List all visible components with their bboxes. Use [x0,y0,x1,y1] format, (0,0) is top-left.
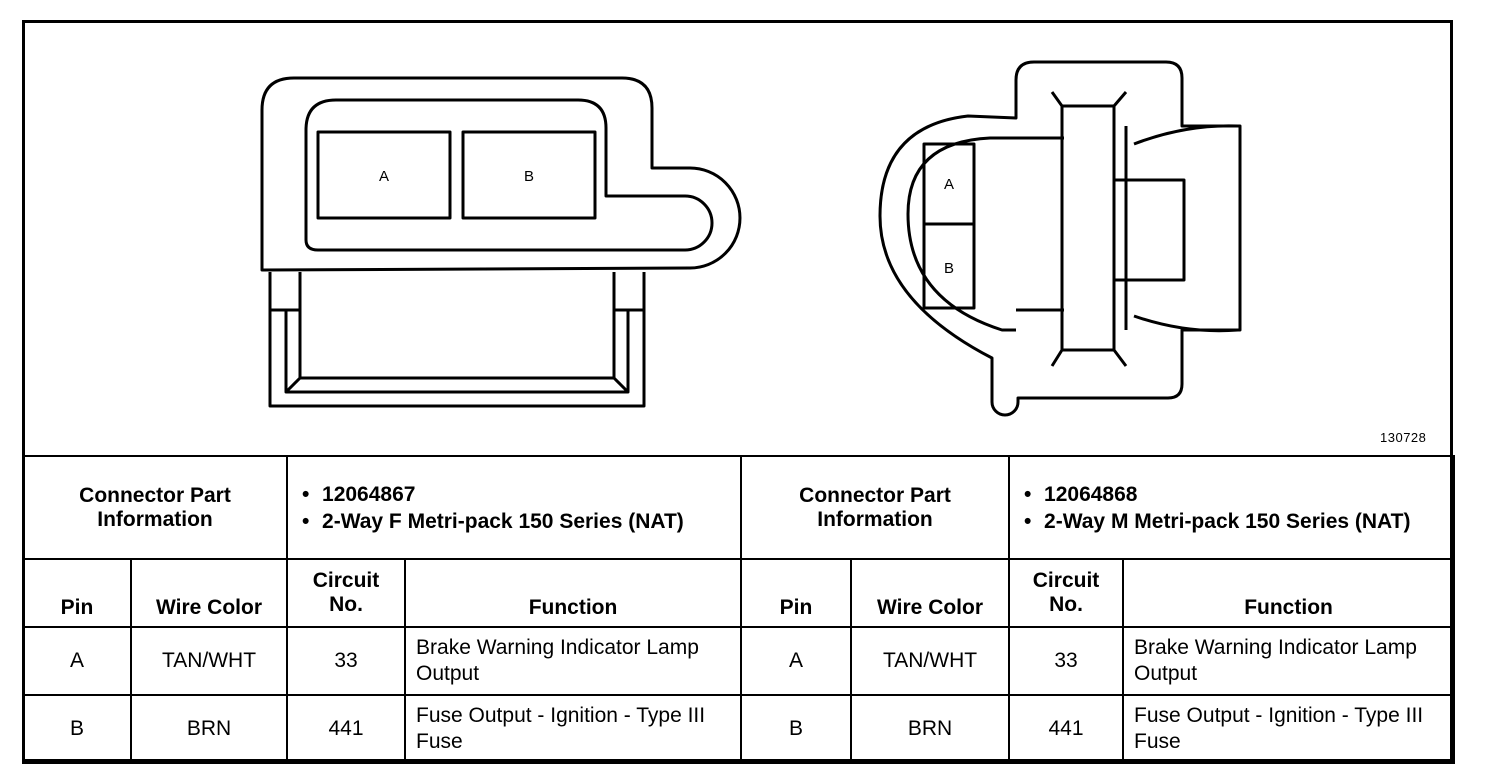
col-header-wire-color: Wire Color [850,558,1011,628]
cell-circuit: 33 [286,626,407,696]
male-cavity-b [922,222,976,310]
part-info-row: Connector Part Information 12064867 2-Wa… [21,455,1456,560]
cell-pin: A [22,626,132,696]
column-header-row: Pin Wire Color Circuit No. Function Pin … [22,558,1456,628]
cell-circuit: 441 [1008,694,1125,764]
cell-wire-color: TAN/WHT [129,626,289,696]
part-number-right: 12064868 [1020,481,1443,508]
male-connector-drawing [878,60,1242,417]
col-header-wire-color: Wire Color [129,558,289,628]
cell-circuit: 441 [286,694,407,764]
table-row: A TAN/WHT 33 Brake Warning Indicator Lam… [22,626,1456,696]
cell-function: Fuse Output - Ignition - Type III Fuse [1122,694,1456,764]
part-info-right: 12064868 2-Way M Metri-pack 150 Series (… [1008,455,1456,560]
cell-pin: A [740,626,853,696]
part-number-left: 12064867 [298,481,730,508]
cell-circuit: 33 [1008,626,1125,696]
part-info-left: 12064867 2-Way F Metri-pack 150 Series (… [286,455,743,560]
cell-function: Brake Warning Indicator Lamp Output [404,626,743,696]
table-row: B BRN 441 Fuse Output - Ignition - Type … [22,694,1456,764]
col-header-function: Function [404,558,743,628]
connector-pinout-table: Connector Part Information 12064867 2-Wa… [21,455,1456,764]
female-connector-drawing [260,76,742,408]
part-info-label-right: Connector Part Information [740,455,1011,560]
part-info-label-left: Connector Part Information [21,455,289,560]
cell-wire-color: TAN/WHT [850,626,1011,696]
col-header-pin: Pin [740,558,853,628]
col-header-pin: Pin [22,558,132,628]
female-cavity-b [461,130,597,220]
cell-wire-color: BRN [850,694,1011,764]
figure-reference-number: 130728 [1380,430,1427,445]
female-pin-label-b: B [524,168,534,185]
female-pin-label-a: A [379,168,389,185]
cell-function: Brake Warning Indicator Lamp Output [1122,626,1456,696]
male-pin-label-b: B [944,260,954,277]
cell-pin: B [740,694,853,764]
part-description-right: 2-Way M Metri-pack 150 Series (NAT) [1020,508,1443,535]
cell-wire-color: BRN [129,694,289,764]
col-header-function: Function [1122,558,1456,628]
male-pin-label-a: A [944,176,954,193]
cell-pin: B [22,694,132,764]
col-header-circuit: Circuit No. [286,558,407,628]
part-description-left: 2-Way F Metri-pack 150 Series (NAT) [298,508,730,535]
connector-diagram: A B A B [260,60,1242,417]
female-cavity-a [316,130,452,220]
cell-function: Fuse Output - Ignition - Type III Fuse [404,694,743,764]
col-header-circuit: Circuit No. [1008,558,1125,628]
